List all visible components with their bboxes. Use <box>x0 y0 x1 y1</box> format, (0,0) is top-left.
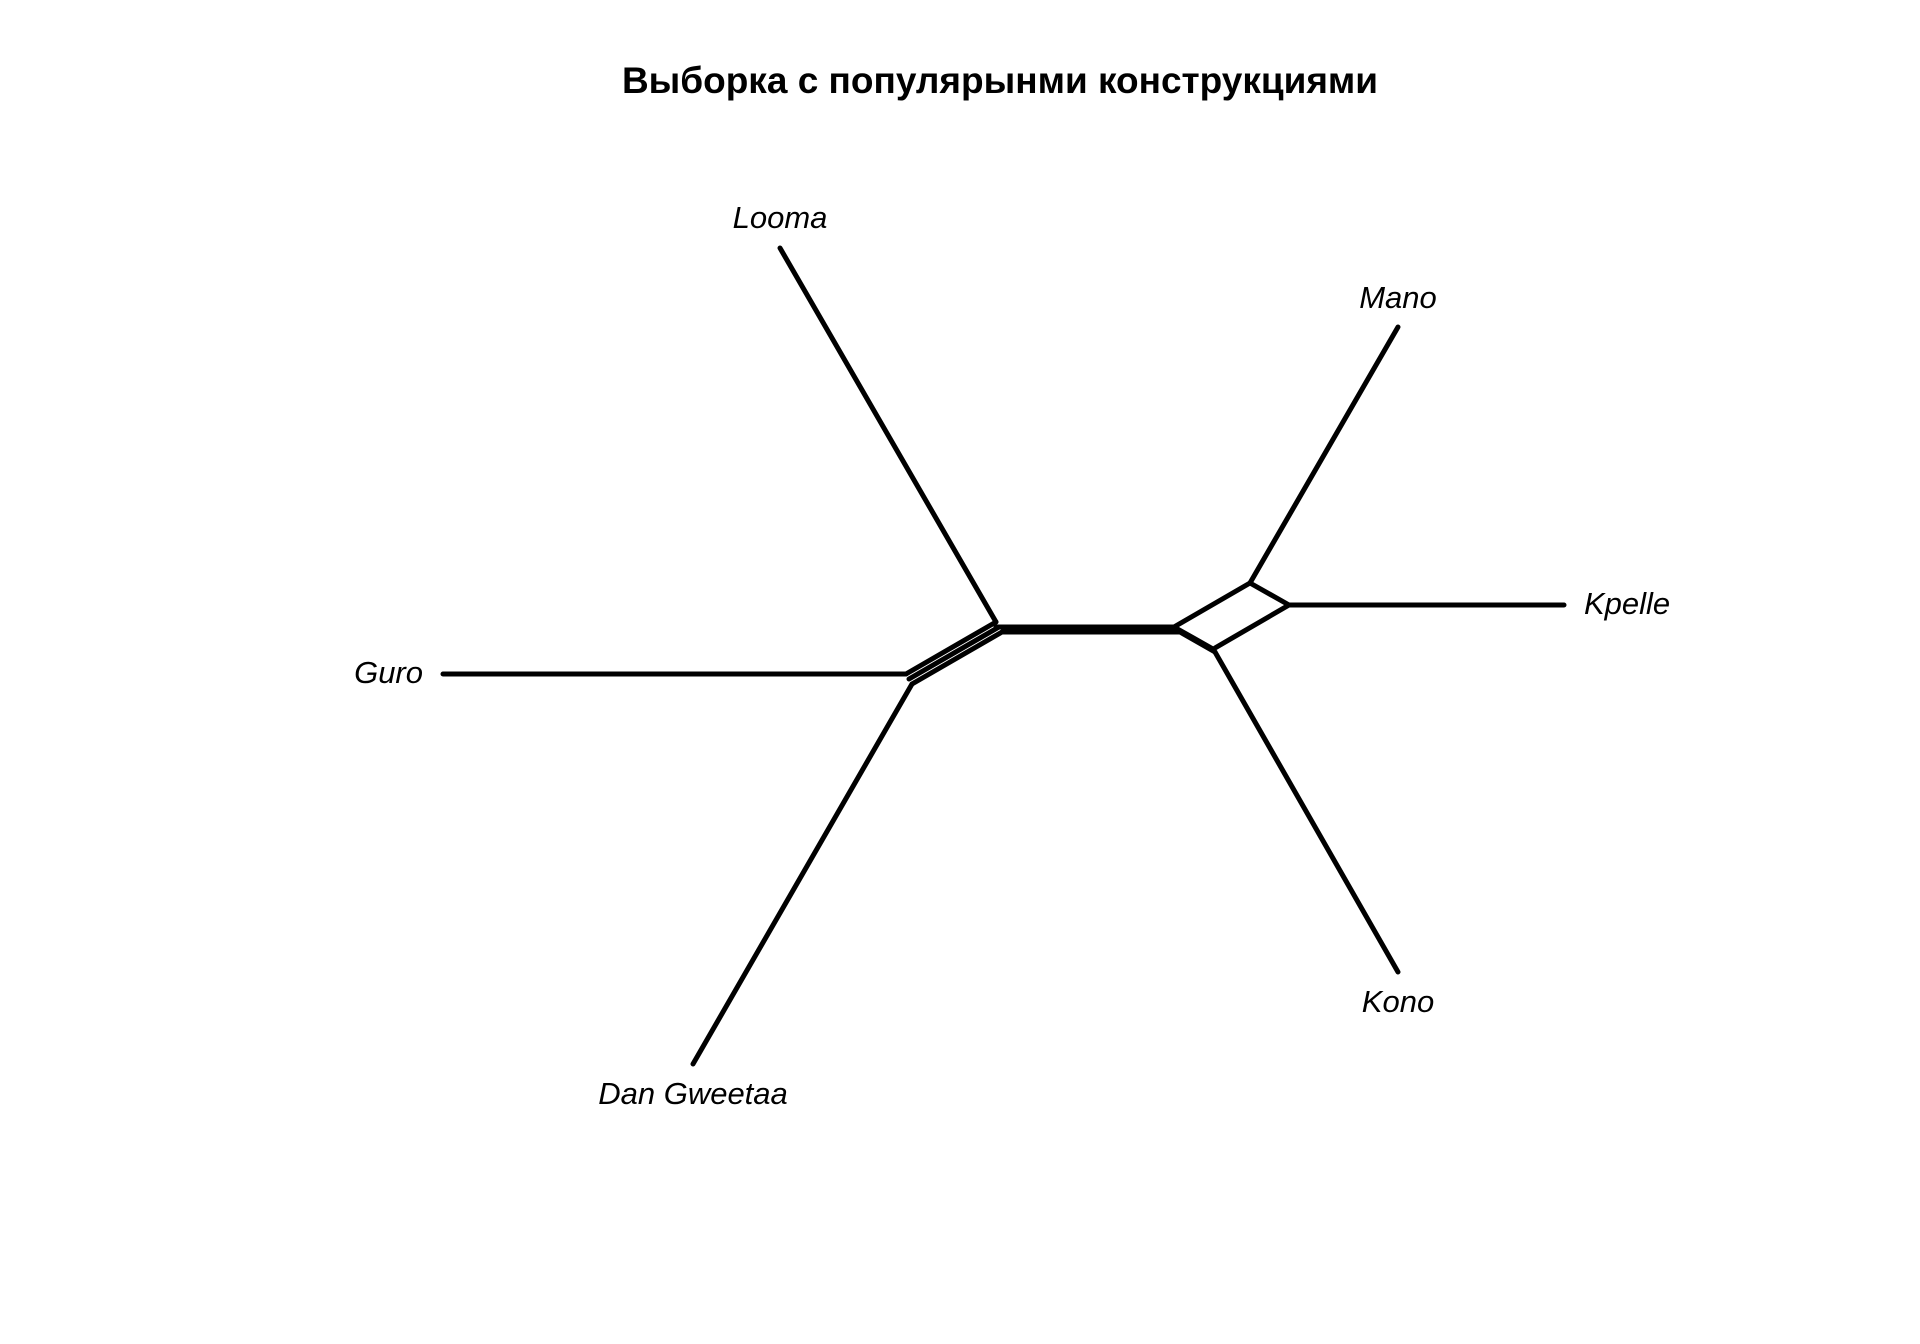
split-left-c <box>909 629 1005 687</box>
box-edge-top-left <box>1171 580 1253 630</box>
taxon-label-guro: Guro <box>354 655 423 690</box>
box-edge-bottom-left-b <box>1177 629 1218 655</box>
edge-dan-gweetaa <box>690 681 915 1067</box>
diagram-title: Выборка с популярынми конструкциями <box>622 60 1378 101</box>
taxon-labels: Looma Mano Kpelle Guro Kono Dan Gweetaa <box>354 200 1670 1111</box>
taxon-label-dan-gweetaa: Dan Gweetaa <box>598 1076 788 1111</box>
edge-kono <box>1212 649 1401 975</box>
box-edge-top-right <box>1247 580 1292 608</box>
taxon-label-looma: Looma <box>733 200 828 235</box>
split-left-a <box>903 619 999 677</box>
taxon-label-kpelle: Kpelle <box>1584 586 1670 621</box>
taxon-label-mano: Mano <box>1359 280 1437 315</box>
box-edge-bottom-right <box>1212 602 1292 651</box>
network-edges <box>440 245 1567 1067</box>
split-left-b <box>906 624 1002 682</box>
edge-looma <box>777 245 999 625</box>
taxon-label-kono: Kono <box>1362 984 1434 1019</box>
edge-mano <box>1247 324 1401 586</box>
